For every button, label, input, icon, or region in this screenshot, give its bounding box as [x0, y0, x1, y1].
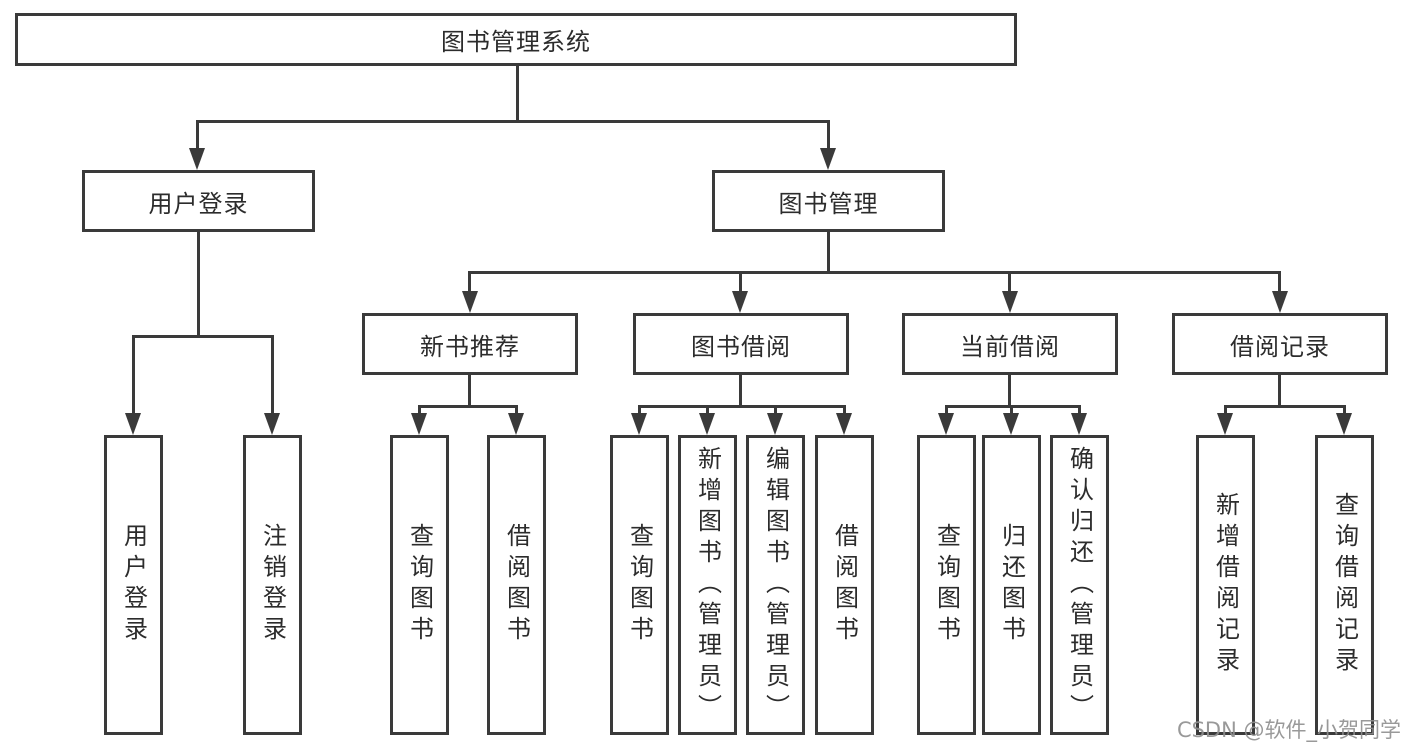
node-book-management-group: 图书管理 — [712, 170, 945, 232]
node-borrowing-borrow: 借阅图书 — [815, 435, 874, 735]
connector-drop — [706, 405, 709, 415]
arrow-down-icon — [264, 413, 280, 435]
connector-drop — [1224, 405, 1227, 415]
arrow-down-icon — [631, 413, 647, 435]
connector-borrowing-records-rail — [1224, 405, 1346, 408]
connector-new-books-stub — [468, 375, 471, 405]
connector-drop — [515, 405, 518, 415]
node-new-books-borrow: 借阅图书 — [487, 435, 546, 735]
node-borrowing-records: 借阅记录 — [1172, 313, 1388, 375]
arrow-down-icon — [732, 291, 748, 313]
node-root: 图书管理系统 — [15, 13, 1017, 66]
arrow-down-icon — [820, 148, 836, 170]
connector-root-stub — [516, 66, 519, 120]
node-book-borrowing: 图书借阅 — [633, 313, 849, 375]
node-records-query: 查询借阅记录 — [1315, 435, 1374, 735]
node-login: 用户登录 — [104, 435, 163, 735]
connector-drop — [418, 405, 421, 415]
node-new-books: 新书推荐 — [362, 313, 578, 375]
arrow-down-icon — [1272, 291, 1288, 313]
connector-book-management-stub — [827, 232, 830, 271]
node-current-borrowing: 当前借阅 — [902, 313, 1118, 375]
arrow-down-icon — [1071, 413, 1087, 435]
connector-drop — [1010, 405, 1013, 415]
arrow-down-icon — [462, 291, 478, 313]
connector-drop — [1078, 405, 1081, 415]
watermark: CSDN @软件_小贺同学 — [1176, 718, 1401, 742]
node-current-confirm-return: 确认归还（管理员） — [1050, 435, 1109, 735]
arrow-down-icon — [411, 413, 427, 435]
node-borrowing-add: 新增图书（管理员） — [678, 435, 737, 735]
connector-drop — [843, 405, 846, 415]
arrow-down-icon — [767, 413, 783, 435]
arrow-down-icon — [1336, 413, 1352, 435]
connector-current-borrowing-rail — [945, 405, 1081, 408]
node-new-books-query: 查询图书 — [390, 435, 449, 735]
node-user-login-group: 用户登录 — [82, 170, 315, 232]
connector-current-borrowing-stub — [1008, 375, 1011, 405]
node-logout: 注销登录 — [243, 435, 302, 735]
connector-drop-borrowing-records — [1278, 271, 1281, 293]
arrow-down-icon — [1002, 291, 1018, 313]
arrow-down-icon — [699, 413, 715, 435]
arrow-down-icon — [1003, 413, 1019, 435]
connector-new-books-rail — [418, 405, 518, 408]
connector-drop-login — [132, 335, 135, 415]
connector-book-borrowing-rail — [638, 405, 846, 408]
arrow-down-icon — [508, 413, 524, 435]
arrow-down-icon — [836, 413, 852, 435]
node-borrowing-query: 查询图书 — [610, 435, 669, 735]
connector-drop-logout — [271, 335, 274, 415]
connector-drop — [774, 405, 777, 415]
arrow-down-icon — [938, 413, 954, 435]
connector-level3-rail — [468, 271, 1280, 274]
connector-user-login-stub — [197, 232, 200, 335]
node-borrowing-edit: 编辑图书（管理员） — [746, 435, 805, 735]
connector-user-login-rail — [132, 335, 274, 338]
arrow-down-icon — [125, 413, 141, 435]
connector-book-borrowing-stub — [739, 375, 742, 405]
arrow-down-icon — [1217, 413, 1233, 435]
connector-drop — [638, 405, 641, 415]
node-current-query: 查询图书 — [917, 435, 976, 735]
connector-drop-new-books — [468, 271, 471, 293]
connector-drop — [1343, 405, 1346, 415]
connector-level2-rail — [196, 120, 830, 123]
connector-drop-book-management — [827, 120, 830, 150]
arrow-down-icon — [189, 148, 205, 170]
connector-drop-current-borrowing — [1008, 271, 1011, 293]
node-current-return: 归还图书 — [982, 435, 1041, 735]
connector-drop-user-login — [196, 120, 199, 150]
node-records-add: 新增借阅记录 — [1196, 435, 1255, 735]
connector-drop-book-borrowing — [739, 271, 742, 293]
connector-drop — [945, 405, 948, 415]
connector-borrowing-records-stub — [1278, 375, 1281, 405]
